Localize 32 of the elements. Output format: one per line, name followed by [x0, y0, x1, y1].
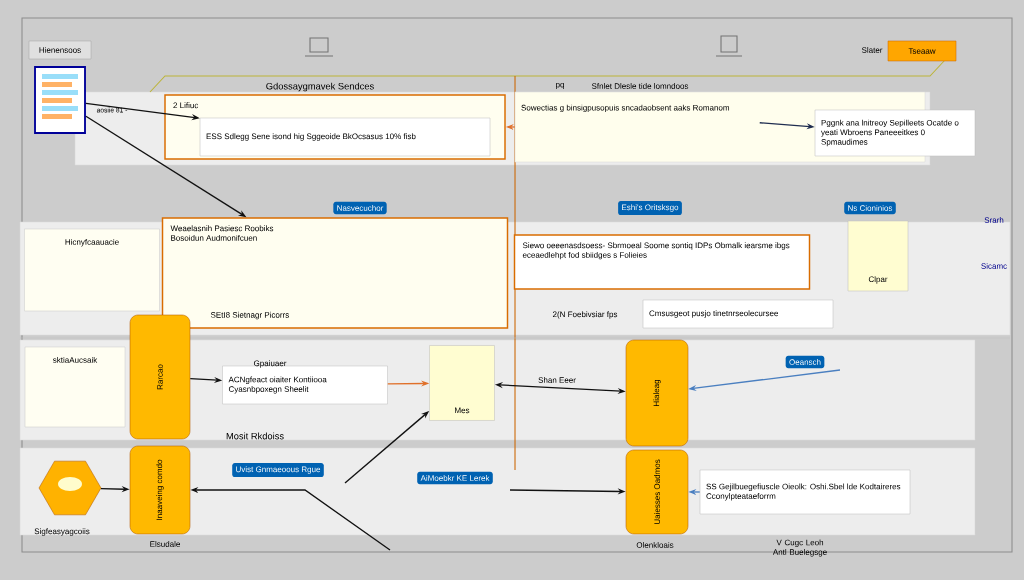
node-caption: pq	[556, 83, 564, 89]
label-text: Sicamc	[981, 263, 1007, 269]
text-box: Pggnk ana lnitreoy Sepilleets Ocatde o yeati Wbroens Paneeeitkes 0 Spmaudimes	[814, 109, 976, 157]
folder-tab: Inaaveing comdo	[129, 445, 191, 535]
node-caption: Sfnlet Dlesle tide lomndoos	[591, 83, 689, 89]
sticky-note: Mes	[429, 345, 495, 421]
side-panel: sktiaAucsaik	[24, 346, 126, 428]
node-caption: Gpaiuaer	[253, 360, 287, 368]
node-caption: Slater	[861, 47, 883, 53]
text-box: Cmsusgeot pusjo tinetnrseolecursee	[642, 299, 834, 329]
folder-tab: Hialeag	[625, 339, 689, 447]
node-caption: Sigfeasyagcoiis	[34, 528, 90, 536]
process-box: Weaelasnih Pasiesc Roobiks Bosoidun Audmonifcuen SEtI8 Sietnagr Picorrs	[161, 217, 509, 329]
button: Tseaaw	[887, 40, 957, 62]
note-text: V Cugc Leoh Antl Buelegsge	[772, 539, 827, 557]
text-box: ESS Sdlegg Sene isond hig Sggeoide BkOcsasus 10% fisb	[199, 117, 491, 157]
heading: Mosit Rkdoiss	[226, 432, 284, 440]
label-box: Hienensoos	[28, 40, 92, 60]
folder-tab: Rarcao	[129, 314, 191, 440]
process-box: Siewo oeeenasdsoess- Sbrmoeal Soome sontiq IDPs Obmalk iearsme ibgs eceaedlehpt fod sbiidges s Folieies	[513, 234, 811, 290]
hexagon-icon	[38, 460, 102, 516]
text-box: SS Gejilbuegefiuscle Oieolk: Oshi.Sbel lde Kodtaireres Cconylpteataeforrm	[699, 469, 911, 515]
side-panel: Hicnyfcaauacie	[24, 228, 160, 312]
node-caption: Elsudale	[150, 541, 180, 547]
label-text: Shan Eeer	[538, 377, 576, 383]
node-caption: 2(N Foebivsiar fps	[552, 311, 618, 319]
folder-tab: Uaiesses Oadmos	[625, 449, 689, 535]
sticky-note: Clpar	[847, 220, 909, 292]
node-caption: Olenkloais	[636, 542, 674, 548]
heading: Gdossaygmavek Sendces	[266, 82, 374, 92]
document-icon	[34, 66, 86, 134]
label-text: Srarh	[984, 217, 1004, 223]
